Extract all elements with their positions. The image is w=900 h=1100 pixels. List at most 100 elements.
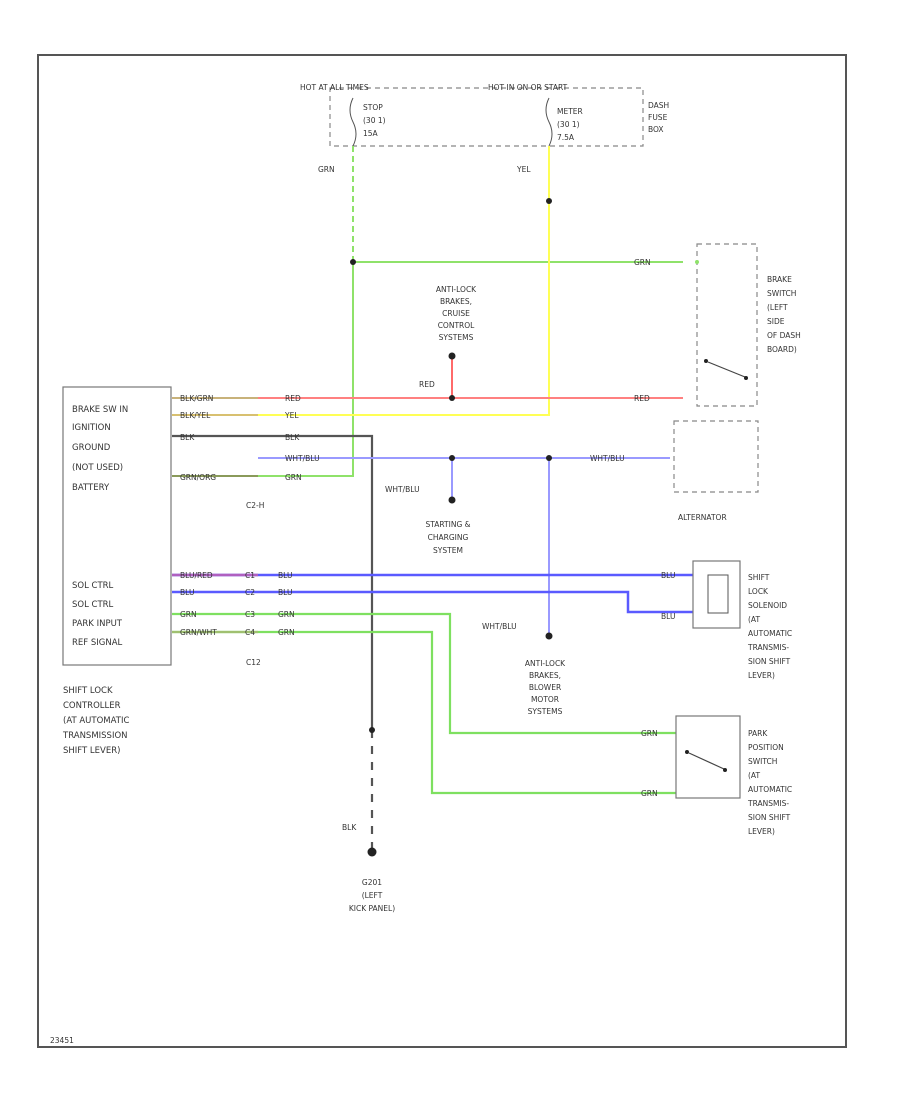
connector-bottom-label: C12 — [246, 658, 261, 667]
park-switch-label-4: (AT — [748, 771, 760, 780]
label-wht-blu-1: WHT/BLU — [285, 454, 320, 463]
fuse1-rating: (30 1) — [363, 116, 386, 125]
fuse-box-label-3: BOX — [648, 125, 664, 134]
ground-label: G201 (LEFT KICK PANEL) — [349, 878, 395, 913]
ground-label-1: G201 — [362, 878, 382, 887]
charging-label-1: STARTING & — [425, 520, 470, 529]
park-switch-label-3: SWITCH — [748, 757, 777, 766]
pin-sol-ctrl-2: SOL CTRL — [72, 600, 114, 610]
label-yel-top: YEL — [516, 165, 531, 174]
brake-switch-label-3: (LEFT — [767, 303, 788, 312]
pin-brake-sw-in: BRAKE SW IN — [72, 405, 128, 415]
fuse-header-left: HOT AT ALL TIMES — [300, 83, 369, 92]
pin-park-input: PARK INPUT — [72, 619, 123, 629]
splice-dot — [546, 455, 552, 461]
charging-system-label: STARTING & CHARGING SYSTEM — [425, 520, 470, 555]
park-position-switch: PARK POSITION SWITCH (AT AUTOMATIC TRANS… — [675, 715, 792, 836]
blower-label-3: BLOWER — [529, 683, 561, 692]
label-blk-yel: BLK/YEL — [180, 411, 211, 420]
fuse-header-right: HOT IN ON OR START — [488, 83, 568, 92]
splice-dot — [545, 632, 553, 640]
solenoid-label-5: AUTOMATIC — [748, 629, 792, 638]
splice-dot — [448, 352, 456, 360]
cruise-systems-label: ANTI-LOCK BRAKES, CRUISE CONTROL SYSTEMS — [436, 285, 477, 342]
label-red-1: RED — [285, 394, 301, 403]
label-wht-blu-alt: WHT/BLU — [590, 454, 625, 463]
label-grn-brake: GRN — [634, 258, 651, 267]
pin-c4: C4 — [245, 628, 255, 637]
splice-dot — [448, 496, 456, 504]
splice-dot — [350, 259, 356, 265]
solenoid-label-2: LOCK — [748, 587, 769, 596]
label-blu-red: BLU/RED — [180, 571, 213, 580]
label-blu-2: BLU — [278, 588, 292, 597]
wire-yel-meter — [258, 146, 550, 416]
charging-label-2: CHARGING — [428, 533, 469, 542]
brake-switch-label-2: SWITCH — [767, 289, 796, 298]
label-grn-top: GRN — [318, 165, 335, 174]
ground-label-2: (LEFT — [362, 891, 383, 900]
wire-grn-park-1 — [172, 612, 676, 735]
fuse2-name: METER — [557, 107, 583, 116]
park-switch-label-7: SION SHIFT — [748, 813, 791, 822]
shift-lock-controller: BRAKE SW IN IGNITION GROUND (NOT USED) B… — [62, 386, 264, 756]
pin-c3: C3 — [245, 610, 255, 619]
solenoid-label-7: SION SHIFT — [748, 657, 791, 666]
cruise-label-4: CONTROL — [438, 321, 475, 330]
label-blk-ground: BLK — [342, 823, 357, 832]
ground-label-3: KICK PANEL) — [349, 904, 395, 913]
blower-label-1: ANTI-LOCK — [525, 659, 566, 668]
label-blk-1: BLK — [285, 433, 300, 442]
blower-label-5: SYSTEMS — [528, 707, 563, 716]
blower-label-4: MOTOR — [531, 695, 559, 704]
cruise-label-3: CRUISE — [442, 309, 470, 318]
fuse2-rating: (30 1) — [557, 120, 580, 129]
blower-systems-label: ANTI-LOCK BRAKES, BLOWER MOTOR SYSTEMS — [525, 659, 566, 716]
pin-ref-signal: REF SIGNAL — [72, 638, 123, 648]
solenoid-label-8: LEVER) — [748, 671, 775, 680]
wire-grn-brake-feed — [258, 262, 354, 477]
cruise-label-1: ANTI-LOCK — [436, 285, 477, 294]
shift-lock-solenoid: SHIFT LOCK SOLENOID (AT AUTOMATIC TRANSM… — [692, 560, 792, 680]
label-red-cruise: RED — [419, 380, 435, 389]
label-yel-1: YEL — [284, 411, 299, 420]
pin-sol-ctrl-1: SOL CTRL — [72, 581, 114, 591]
label-grn-wht: GRN/WHT — [180, 628, 217, 637]
alternator-label: ALTERNATOR — [678, 513, 727, 522]
label-blk-grn: BLK/GRN — [180, 394, 213, 403]
splice-dot — [369, 727, 375, 733]
park-switch-label-6: TRANSMIS- — [747, 799, 789, 808]
brake-switch-label-5: OF DASH — [767, 331, 801, 340]
splice-dot — [546, 198, 552, 204]
pin-ignition: IGNITION — [72, 423, 111, 433]
diagram-id: 23451 — [50, 1036, 74, 1045]
charging-label-3: SYSTEM — [433, 546, 463, 555]
brake-switch-label-4: SIDE — [767, 317, 785, 326]
label-grn-org: GRN/ORG — [180, 473, 216, 482]
park-switch-label-2: POSITION — [748, 743, 784, 752]
label-grn-stub: GRN — [180, 610, 197, 619]
dash-fuse-box: HOT AT ALL TIMES HOT IN ON OR START STOP… — [300, 83, 669, 147]
splice-dot — [449, 395, 455, 401]
brake-switch-label-1: BRAKE — [767, 275, 792, 284]
solenoid-label-4: (AT — [748, 615, 760, 624]
alternator: ALTERNATOR — [673, 420, 759, 522]
fuse-box-label-2: FUSE — [648, 113, 668, 122]
pin-ground: GROUND — [72, 443, 111, 453]
blower-label-2: BRAKES, — [529, 671, 561, 680]
controller-caption-3: (AT AUTOMATIC — [63, 716, 129, 726]
label-blu-sol-1: BLU — [661, 571, 675, 580]
label-blu-1: BLU — [278, 571, 292, 580]
controller-caption-5: SHIFT LEVER) — [63, 746, 120, 756]
label-grn-1: GRN — [285, 473, 302, 482]
fuse2-amp: 7.5A — [557, 133, 575, 142]
connector-top-label: C2-H — [246, 501, 264, 510]
label-blu-stub: BLU — [180, 588, 194, 597]
park-switch-label-5: AUTOMATIC — [748, 785, 792, 794]
controller-caption-4: TRANSMISSION — [62, 731, 128, 741]
controller-caption-2: CONTROLLER — [63, 701, 121, 711]
pin-battery: BATTERY — [72, 483, 110, 493]
pin-c2: C2 — [245, 588, 255, 597]
wire-blu-sol-2 — [172, 590, 693, 614]
